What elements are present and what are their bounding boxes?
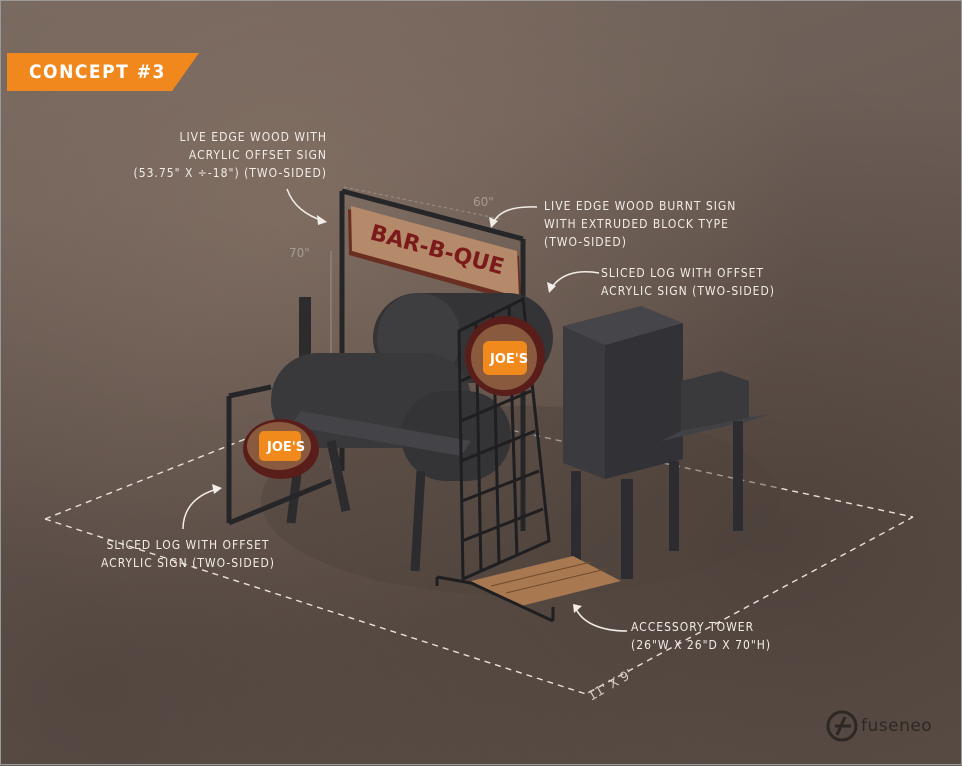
right-log-text: JOE'S [489, 352, 528, 367]
callout-line: LIVE EDGE WOOD BURNT SIGN [544, 197, 736, 215]
callout-line: ACRYLIC SIGN (TWO-SIDED) [601, 282, 775, 300]
callout-line: ACRYLIC SIGN (TWO-SIDED) [93, 554, 283, 572]
concept-badge: CONCEPT #3 [7, 53, 199, 91]
callout-line: (TWO-SIDED) [544, 233, 736, 251]
width-dimension: 60" [473, 195, 494, 209]
callout-line: ACCESSORY TOWER [631, 618, 771, 636]
callout-live-edge-acrylic-sign: LIVE EDGE WOOD WITH ACRYLIC OFFSET SIGN … [133, 128, 327, 182]
callout-line: WITH EXTRUDED BLOCK TYPE [544, 215, 736, 233]
callout-line: SLICED LOG WITH OFFSET [601, 264, 775, 282]
floor-dimension: 11' X 9' [586, 667, 636, 705]
callout-line: LIVE EDGE WOOD WITH [133, 128, 327, 146]
brand-mark-icon [825, 709, 859, 743]
callout-line: ACRYLIC OFFSET SIGN [133, 146, 327, 164]
concept-title: CONCEPT #3 [29, 61, 166, 83]
right-log-sign: JOE'S [465, 316, 545, 396]
callout-line: (53.75" X ÷-18") (TWO-SIDED) [133, 164, 327, 182]
left-log-sign: JOE'S [243, 419, 319, 479]
callout-line: SLICED LOG WITH OFFSET [93, 536, 283, 554]
callout-accessory-tower: ACCESSORY TOWER (26"W X 26"D X 70"H) [631, 618, 771, 654]
callout-line: (26"W X 26"D X 70"H) [631, 636, 771, 654]
brand-logo: fuseneo [825, 709, 947, 745]
callout-sliced-log-right: SLICED LOG WITH OFFSET ACRYLIC SIGN (TWO… [601, 264, 775, 300]
callout-burnt-sign: LIVE EDGE WOOD BURNT SIGN WITH EXTRUDED … [544, 197, 736, 251]
height-dimension: 70" [289, 246, 310, 260]
left-log-text: JOE'S [266, 440, 305, 455]
callout-sliced-log-left: SLICED LOG WITH OFFSET ACRYLIC SIGN (TWO… [93, 536, 283, 572]
brand-name: fuseneo [861, 716, 932, 736]
